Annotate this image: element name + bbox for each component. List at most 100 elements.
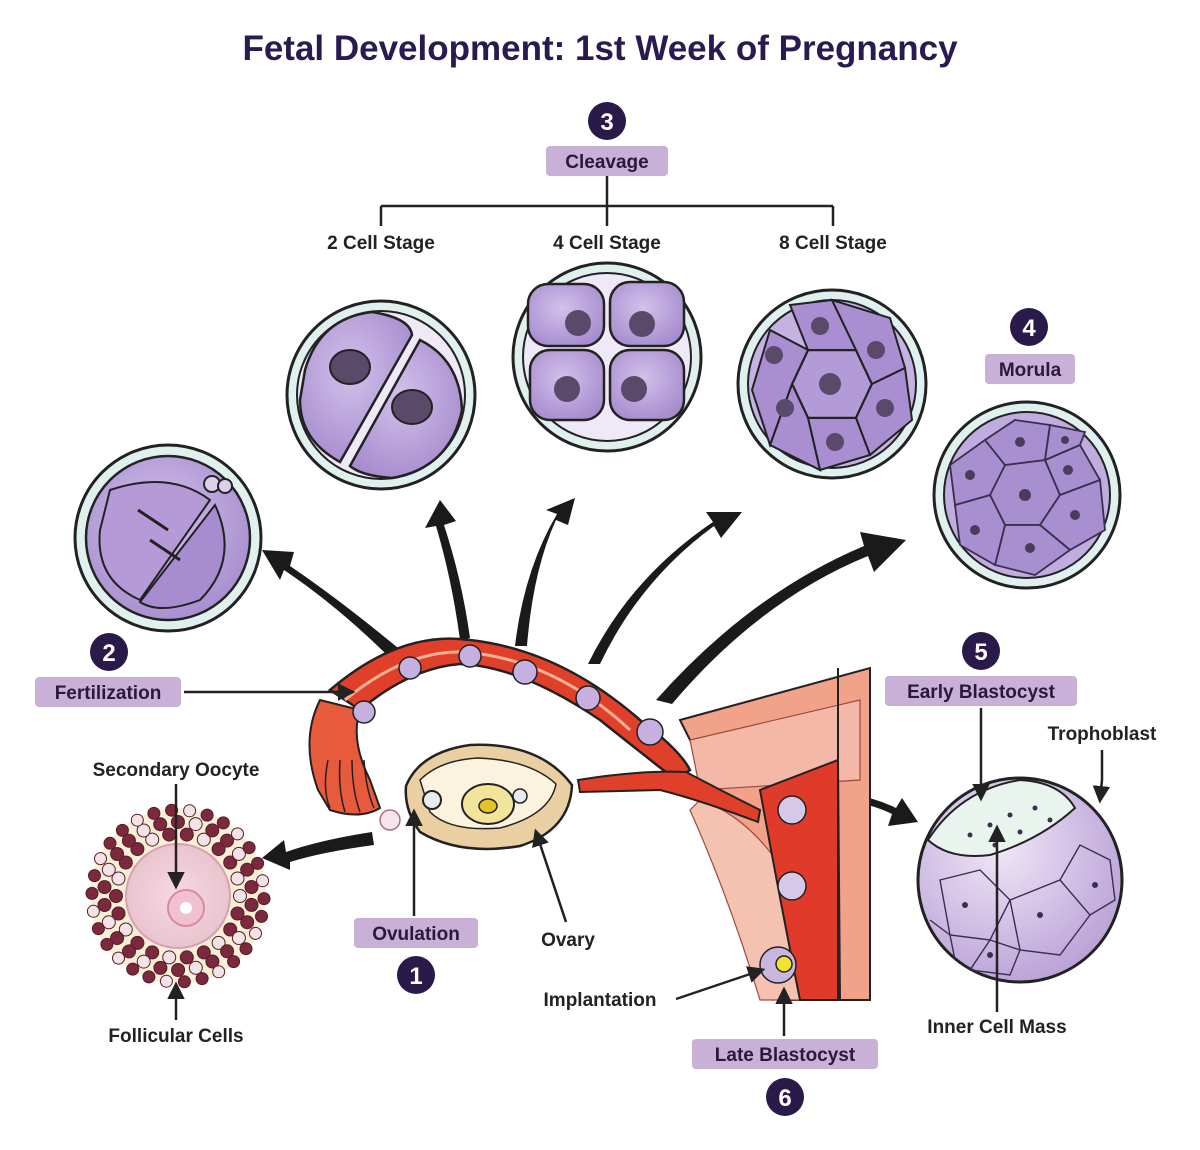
- follicular-cell: [195, 972, 209, 986]
- follicular-cell: [220, 944, 235, 959]
- secondary-oocyte-cell: [85, 803, 271, 989]
- follicular-cell: [147, 806, 161, 820]
- early-blastocyst-tag: Early Blastocyst: [885, 676, 1077, 706]
- follicular-cell: [244, 897, 259, 912]
- follicular-cell: [249, 926, 262, 940]
- ovary-pointer: [532, 828, 568, 923]
- trophoblast-pointer: [1092, 750, 1111, 804]
- follicular-cell: [94, 852, 107, 866]
- step-4-badge: 4: [1010, 308, 1048, 346]
- step-5-badge: 5: [962, 632, 1000, 670]
- follicular-cell: [205, 823, 220, 838]
- progression-arrows: [262, 498, 918, 870]
- follicular-cell: [183, 804, 197, 818]
- follicular-cell: [242, 841, 256, 855]
- step-6-badge: 6: [766, 1078, 804, 1116]
- follicular-cell: [230, 871, 245, 886]
- follicular-cell: [115, 823, 129, 837]
- follicular-cell: [211, 842, 226, 857]
- follicular-cell: [227, 955, 241, 969]
- follicular-cell: [257, 892, 271, 906]
- step-2-badge: 2: [90, 633, 128, 671]
- follicular-cell: [122, 944, 136, 959]
- follicular-cell: [256, 874, 270, 888]
- step-3-badge: 3: [588, 102, 626, 140]
- ovary: [404, 743, 574, 851]
- svg-text:Ovulation: Ovulation: [372, 924, 460, 945]
- follicular-cell: [200, 808, 214, 822]
- follicular-cell: [110, 847, 125, 861]
- four-cell-embryo: [511, 261, 703, 453]
- follicular-cell: [101, 862, 116, 877]
- follicular-cell: [171, 963, 186, 977]
- svg-text:5: 5: [974, 639, 987, 666]
- morula-cell: [932, 400, 1122, 590]
- follicular-cell: [223, 855, 238, 870]
- follicular-cell: [130, 935, 145, 950]
- follicular-cell: [112, 951, 125, 965]
- follicular-cell: [165, 803, 179, 817]
- cleavage-bracket: [379, 176, 835, 226]
- follicular-cell: [255, 909, 268, 923]
- follicular-cell: [159, 974, 173, 988]
- follicular-cell: [153, 817, 168, 832]
- ovary-label: Ovary: [541, 930, 595, 951]
- secondary-oocyte-label: Secondary Oocyte: [93, 760, 260, 781]
- uterus-anatomy: [678, 666, 871, 1001]
- follicular-cell: [196, 832, 211, 847]
- implantation-pointer: [675, 966, 766, 1001]
- follicular-cell: [196, 945, 211, 960]
- follicular-cell: [130, 842, 145, 857]
- follicular-cell: [179, 950, 194, 965]
- follicular-cell: [118, 855, 133, 870]
- follicular-cell: [162, 950, 177, 965]
- follicular-cell: [97, 880, 112, 895]
- svg-text:Fertilization: Fertilization: [55, 683, 162, 704]
- follicular-cell: [85, 886, 99, 900]
- follicular-cell: [91, 922, 105, 936]
- zygote-cell: [73, 443, 263, 633]
- follicular-cell: [109, 889, 123, 903]
- svg-text:Late Blastocyst: Late Blastocyst: [715, 1045, 856, 1066]
- follicular-cell: [239, 942, 253, 956]
- four-cell-stage-label: 4 Cell Stage: [553, 233, 661, 254]
- morula-tag: Morula: [985, 354, 1075, 384]
- follicular-cell: [212, 965, 226, 979]
- cleavage-tag: Cleavage: [546, 146, 668, 176]
- follicular-cell: [145, 832, 160, 847]
- follicular-cell: [111, 906, 126, 921]
- follicular-cell: [103, 836, 117, 850]
- follicular-cell: [251, 856, 265, 870]
- follicular-cell: [223, 922, 238, 937]
- svg-text:Cleavage: Cleavage: [565, 152, 648, 173]
- follicular-cell: [240, 862, 255, 877]
- follicular-cell: [179, 827, 194, 842]
- svg-text:Early Blastocyst: Early Blastocyst: [907, 682, 1056, 703]
- svg-text:3: 3: [600, 109, 613, 136]
- implantation-label: Implantation: [544, 990, 657, 1011]
- follicular-cell: [136, 954, 151, 969]
- svg-text:Morula: Morula: [999, 360, 1062, 381]
- follicular-cell: [162, 827, 177, 842]
- follicular-cell: [97, 898, 112, 912]
- follicular-cell: [188, 960, 203, 975]
- follicular-cell: [118, 922, 133, 937]
- svg-text:2: 2: [102, 640, 115, 667]
- trophoblast-label: Trophoblast: [1048, 724, 1157, 745]
- follicular-cell: [100, 937, 114, 951]
- svg-text:6: 6: [778, 1085, 791, 1112]
- follicular-cell: [244, 880, 259, 894]
- ovulation-tag: Ovulation: [354, 918, 478, 948]
- follicular-cell: [233, 889, 247, 903]
- eight-cell-stage-label: 8 Cell Stage: [779, 233, 887, 254]
- follicular-cell: [86, 904, 100, 918]
- follicular-cell: [110, 931, 125, 946]
- follicular-cell: [231, 846, 246, 861]
- follicular-cell: [111, 871, 126, 886]
- follicular-cell: [121, 833, 136, 848]
- follicular-cell: [177, 975, 191, 989]
- follicular-cell: [130, 813, 144, 827]
- follicular-cell: [230, 906, 245, 921]
- follicular-cell: [153, 960, 168, 975]
